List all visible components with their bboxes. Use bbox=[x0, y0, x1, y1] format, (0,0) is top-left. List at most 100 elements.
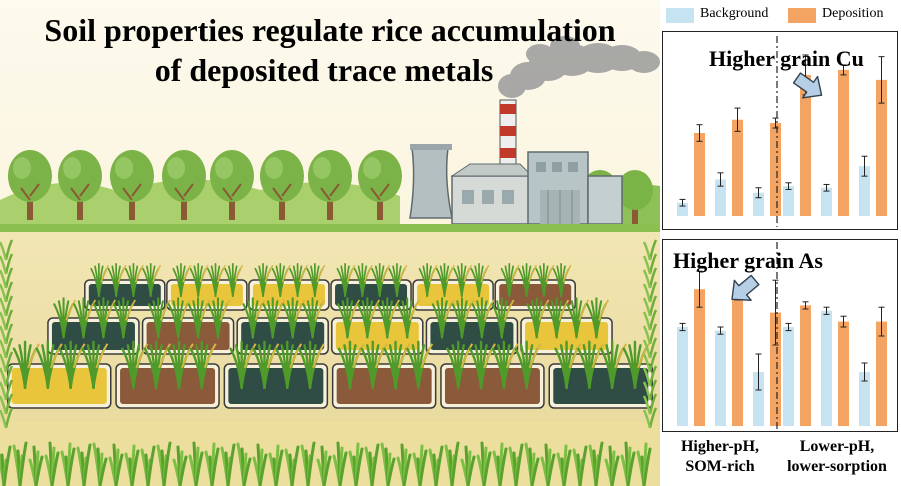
bar-background-5 bbox=[821, 187, 832, 216]
grass-tuft bbox=[636, 442, 652, 486]
rice-plant-icon bbox=[90, 263, 110, 297]
rice-plant-icon bbox=[275, 340, 303, 389]
grass-tuft bbox=[44, 441, 60, 486]
rice-plant-icon bbox=[526, 297, 550, 339]
grass-tuft bbox=[642, 337, 658, 359]
figure-title-line-1: Soil properties regulate rice accumulati… bbox=[44, 12, 616, 48]
rice-plant-icon bbox=[147, 297, 171, 339]
rice-plant-icon bbox=[73, 297, 97, 339]
grass-tuft bbox=[140, 445, 156, 486]
group-label-right-line-2: lower-sorption bbox=[787, 458, 887, 475]
tree-icon bbox=[260, 150, 304, 220]
rice-plant-icon bbox=[229, 340, 257, 389]
grass-tuft bbox=[92, 442, 108, 486]
grass-tuft bbox=[300, 441, 316, 486]
tree-icon bbox=[8, 150, 52, 220]
grass-tuft bbox=[428, 445, 444, 486]
tree-icon bbox=[358, 150, 402, 220]
grass-tuft bbox=[476, 441, 492, 486]
rice-plant-icon bbox=[514, 340, 542, 389]
soil-plot bbox=[7, 363, 112, 409]
rice-plant-icon bbox=[353, 263, 373, 297]
rice-plant-icon bbox=[271, 263, 291, 297]
rice-plant-icon bbox=[599, 340, 627, 389]
group-label-left-line-2: SOM-rich bbox=[685, 458, 755, 475]
cu-bar-chart bbox=[677, 36, 887, 227]
soil-plot bbox=[331, 363, 437, 409]
rice-plant-icon bbox=[207, 297, 231, 339]
bar-background-1 bbox=[677, 202, 688, 216]
grass-tuft bbox=[642, 393, 658, 415]
scene-svg bbox=[0, 0, 660, 486]
group-label-left: Higher-pH, SOM-rich bbox=[664, 437, 776, 477]
grass-tuft bbox=[492, 442, 508, 486]
rice-plant-icon bbox=[337, 340, 365, 389]
grass-tuft bbox=[642, 351, 658, 373]
grass-tuft bbox=[0, 267, 14, 289]
bar-background-4 bbox=[783, 186, 794, 216]
grass-tuft bbox=[172, 445, 188, 486]
bar-deposition-5 bbox=[838, 69, 849, 216]
grass-tuft bbox=[642, 365, 658, 387]
rice-plant-icon bbox=[58, 340, 86, 389]
grass-tuft bbox=[380, 442, 396, 486]
grass-tuft bbox=[642, 309, 658, 331]
rice-plant-icon bbox=[360, 340, 388, 389]
grass-tuft bbox=[642, 323, 658, 345]
grass-tuft bbox=[76, 443, 92, 486]
bar-deposition-3 bbox=[770, 123, 781, 216]
tree-icon bbox=[58, 150, 102, 220]
grass-tuft bbox=[0, 281, 14, 303]
tree-icon bbox=[210, 150, 254, 220]
rice-plant-icon bbox=[577, 340, 605, 389]
grass-tuft bbox=[0, 407, 14, 429]
rice-plant-icon bbox=[297, 340, 325, 389]
bar-deposition-5 bbox=[838, 321, 849, 426]
rice-plant-icon bbox=[396, 297, 420, 339]
rice-plant-icon bbox=[35, 340, 63, 389]
grass-tuft bbox=[444, 441, 460, 486]
rice-plant-icon bbox=[289, 263, 308, 297]
chart-legend: Background Deposition bbox=[666, 2, 901, 26]
tree-icon bbox=[308, 150, 352, 220]
rice-plant-icon bbox=[93, 297, 117, 339]
grass-tuft bbox=[284, 445, 300, 486]
grass-tuft bbox=[0, 445, 12, 486]
grass-tuft bbox=[642, 267, 658, 289]
bar-background-3 bbox=[753, 372, 764, 426]
rice-plant-icon bbox=[242, 297, 266, 339]
bar-background-2 bbox=[715, 179, 726, 216]
rice-plant-icon bbox=[406, 340, 434, 389]
rice-plant-icon bbox=[306, 263, 326, 297]
bar-background-1 bbox=[677, 327, 688, 426]
figure-title-line-2: of deposited trace metals bbox=[154, 52, 494, 88]
rice-plant-icon bbox=[121, 340, 149, 389]
rice-plant-icon bbox=[518, 263, 537, 297]
legend-swatch-background bbox=[666, 8, 694, 23]
rice-plant-icon bbox=[187, 297, 211, 339]
rice-plant-icon bbox=[371, 263, 391, 297]
as-bar-chart bbox=[677, 242, 887, 429]
foreground-grass bbox=[0, 239, 660, 486]
soil-plot bbox=[84, 279, 166, 311]
factory-icon bbox=[409, 99, 623, 225]
grass-tuft bbox=[642, 253, 658, 275]
bar-background-6 bbox=[859, 372, 870, 426]
rice-plant-icon bbox=[418, 263, 438, 297]
rice-plant-icon bbox=[336, 263, 356, 297]
rice-plant-icon bbox=[376, 297, 400, 339]
grass-tuft bbox=[124, 444, 140, 486]
grass-tuft bbox=[12, 441, 28, 486]
rice-plant-icon bbox=[356, 297, 380, 339]
rice-plant-icon bbox=[446, 340, 474, 389]
rice-plant-icon bbox=[124, 263, 144, 297]
bar-background-3 bbox=[753, 192, 764, 216]
grass-tuft bbox=[0, 253, 14, 275]
bar-deposition-2 bbox=[732, 294, 743, 426]
grass-tuft bbox=[540, 443, 556, 486]
grass-tuft bbox=[556, 444, 572, 486]
chart-title-as: Higher grain As bbox=[673, 248, 823, 273]
rice-plant-icon bbox=[451, 297, 475, 339]
tree-icon bbox=[162, 150, 206, 220]
rice-plant-icon bbox=[383, 340, 411, 389]
